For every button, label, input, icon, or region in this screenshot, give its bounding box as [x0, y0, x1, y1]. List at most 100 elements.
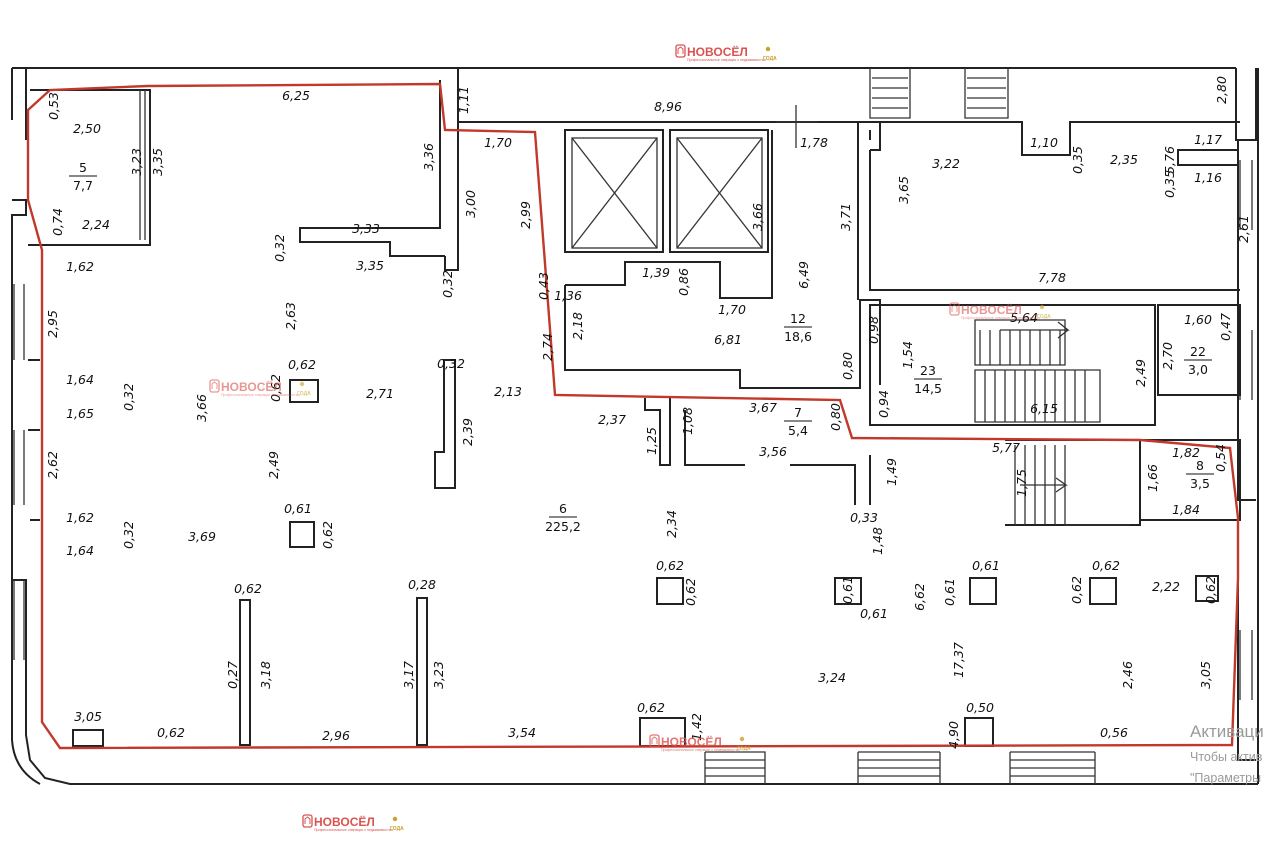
dimension-label: 0,62 [656, 558, 684, 573]
dimension-label: 0,33 [850, 510, 878, 525]
dimension-label: 3,05 [74, 709, 102, 724]
dimension-label: 0,62 [637, 700, 665, 715]
dimension-label: 0,86 [676, 268, 691, 296]
dimension-label: 2,70 [1160, 342, 1175, 370]
dimension-label: 1,60 [1184, 312, 1212, 327]
dimension-label: 0,53 [46, 92, 61, 120]
dimension-label: 3,23 [129, 148, 144, 176]
dimension-label: 17,37 [951, 642, 966, 678]
dimension-label: 1,54 [900, 341, 915, 369]
dimension-label: 0,62 [683, 578, 698, 606]
dimension-label: 1,25 [644, 427, 659, 455]
dimension-label: 0,32 [272, 234, 287, 262]
dimension-label: 1,65 [66, 406, 94, 421]
dimension-label: 1,48 [870, 527, 885, 555]
dimension-label: 6,62 [912, 583, 927, 611]
dimension-label: 3,56 [759, 444, 787, 459]
dimension-label: 1,64 [66, 372, 94, 387]
dimension-label: 0,62 [1092, 558, 1120, 573]
dimension-label: 0,62 [157, 725, 185, 740]
dimension-label: 3,05 [1198, 661, 1213, 689]
dimension-label: 2,34 [664, 510, 679, 538]
dimension-label: 3,66 [750, 203, 765, 231]
dimension-label: 1,49 [884, 458, 899, 486]
dimension-label: 2,35 [1110, 152, 1138, 167]
dimension-label: 2,24 [82, 217, 110, 232]
dimension-label: 1,78 [800, 135, 828, 150]
dimension-label: 0,80 [840, 352, 855, 380]
room-number: 7 [794, 405, 802, 420]
dimension-label: 4,90 [946, 721, 961, 749]
dimension-label: 3,69 [188, 529, 216, 544]
dimension-label: 0,61 [942, 578, 957, 606]
interior-walls [28, 68, 1241, 747]
room-number: 22 [1190, 344, 1206, 359]
dimension-label: 6,25 [282, 88, 310, 103]
room-area: 14,5 [914, 381, 942, 396]
dimension-label: 2,80 [1214, 76, 1229, 104]
dimension-label: 3,23 [431, 661, 446, 689]
dimension-label: 3,00 [463, 190, 478, 218]
dimension-label: 0,47 [1218, 313, 1233, 341]
room-area: 3,5 [1190, 476, 1210, 491]
dimension-label: 0,61 [284, 501, 312, 516]
room-area: 18,6 [784, 329, 812, 344]
dimension-label: 2,22 [1152, 579, 1180, 594]
dimension-label: 2,96 [322, 728, 350, 743]
dimension-label: 3,18 [258, 661, 273, 689]
dimension-label: 1,08 [680, 407, 695, 435]
dimension-label: 0,28 [408, 577, 436, 592]
dimension-label: 0,50 [966, 700, 994, 715]
dimension-label: 0,61 [860, 606, 888, 621]
dimension-label: 7,78 [1038, 270, 1066, 285]
dimension-label: 2,49 [266, 451, 281, 479]
dimension-label: 0,74 [50, 208, 65, 236]
premises-boundary [26, 82, 1240, 750]
dimension-label: 3,71 [838, 203, 853, 231]
dimension-label: 0,80 [828, 403, 843, 431]
room-area: 3,0 [1188, 362, 1208, 377]
room-number: 23 [920, 363, 936, 378]
dimension-label: 0,32 [440, 270, 455, 298]
dimension-label: 3,17 [401, 661, 416, 689]
dimension-label: 3,54 [508, 725, 536, 740]
room-area: 7,7 [73, 178, 93, 193]
dimension-label: 0,98 [866, 316, 881, 344]
dimension-label: 2,50 [73, 121, 101, 136]
dimension-label: 3,33 [352, 221, 380, 236]
room-number: 8 [1196, 458, 1204, 473]
dimension-label: 0,62 [1203, 576, 1218, 604]
dimension-label: 0,35 [1162, 170, 1177, 198]
dimension-label: 3,24 [818, 670, 846, 685]
dimension-label: 0,27 [225, 661, 240, 689]
dimension-label: 6,81 [714, 332, 742, 347]
dimension-label: 3,65 [896, 176, 911, 204]
dimension-label: 1,39 [642, 265, 670, 280]
dimension-label: 2,13 [494, 384, 522, 399]
activation-line-1: Чтобы актив [1190, 750, 1263, 764]
room-area: 5,4 [788, 423, 808, 438]
room-area: 225,2 [545, 519, 581, 534]
dimension-label: 2,74 [540, 333, 555, 361]
dimension-label: 3,66 [194, 394, 209, 422]
room-number: 6 [559, 501, 567, 516]
dimension-label: 1,70 [718, 302, 746, 317]
dimension-label: 1,16 [1194, 170, 1222, 185]
dimension-label: 2,62 [45, 451, 60, 479]
dimension-label: 0,62 [234, 581, 262, 596]
dimension-label: 2,39 [460, 418, 475, 446]
dimension-label: 0,43 [536, 272, 551, 300]
dimension-label: 0,32 [121, 383, 136, 411]
dimension-label: 2,99 [518, 201, 533, 229]
dimension-label: 2,61 [1236, 215, 1251, 243]
dimension-label: 3,22 [932, 156, 960, 171]
dimension-label: 0,54 [1213, 444, 1228, 472]
room-number: 5 [79, 160, 87, 175]
dimension-label: 3,36 [421, 143, 436, 171]
dimension-label: 1,84 [1172, 502, 1200, 517]
room-number: 12 [790, 311, 806, 326]
dimension-label: 0,62 [288, 357, 316, 372]
